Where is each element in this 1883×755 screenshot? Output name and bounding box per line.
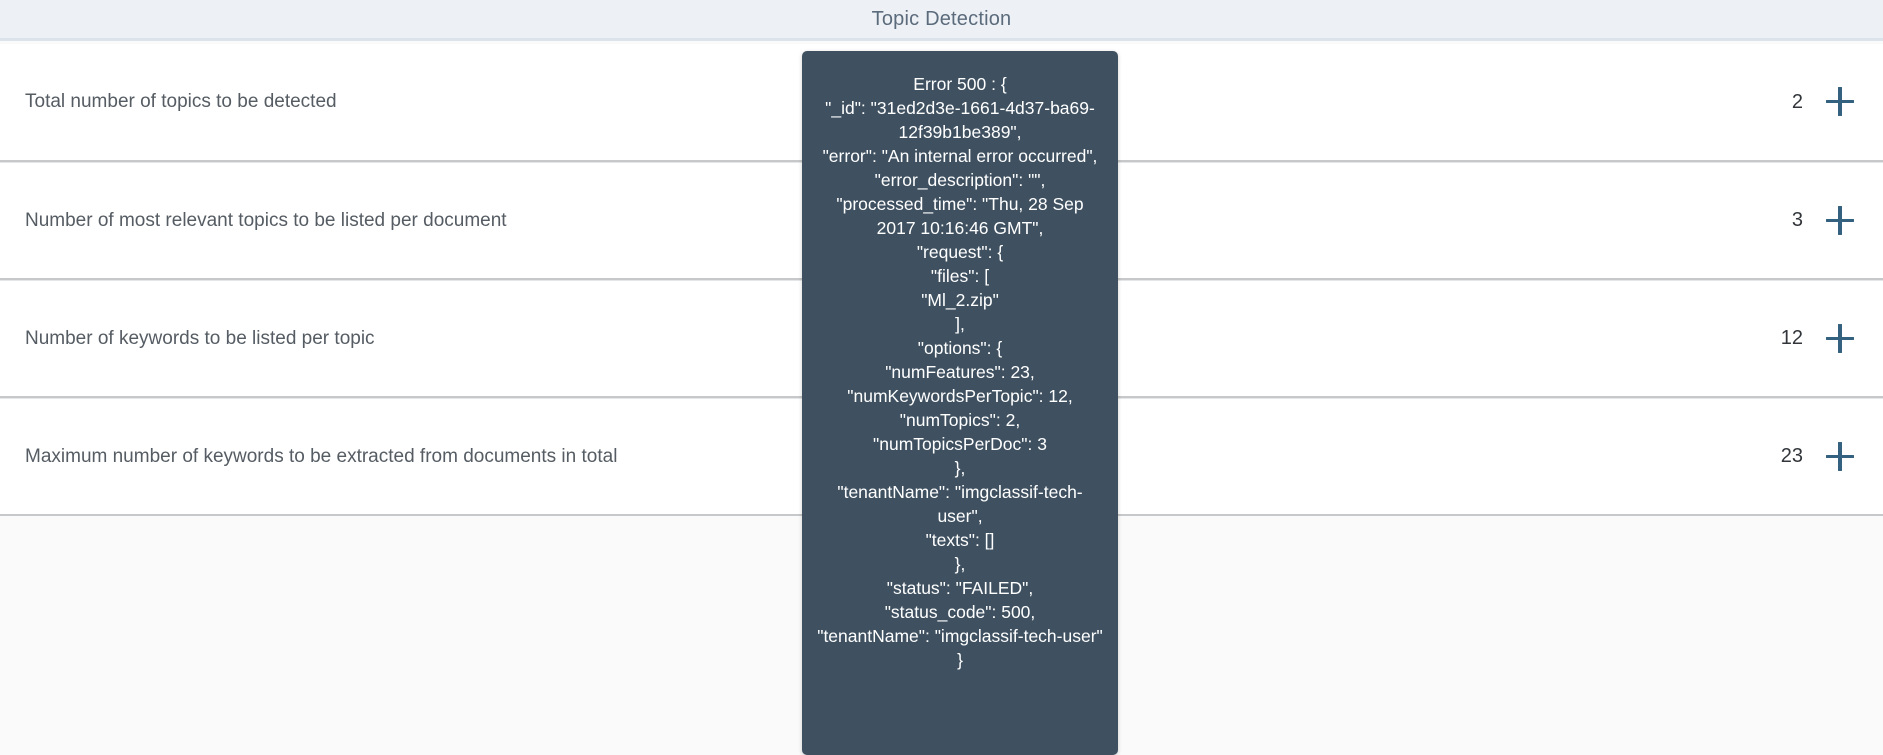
plus-icon[interactable] <box>1825 205 1855 236</box>
setting-value: 2 <box>1791 90 1803 113</box>
setting-label: Total number of topics to be detected <box>25 91 337 112</box>
setting-label: Number of most relevant topics to be lis… <box>25 209 507 231</box>
setting-label: Maximum number of keywords to be extract… <box>25 445 618 467</box>
plus-icon[interactable] <box>1825 87 1855 117</box>
setting-controls: 2 <box>1769 87 1855 117</box>
plus-icon[interactable] <box>1825 441 1855 472</box>
setting-value: 3 <box>1791 209 1803 231</box>
plus-icon[interactable] <box>1825 323 1855 354</box>
page-header: Topic Detection <box>0 0 1883 41</box>
error-tooltip: Error 500 : { "_id": "31ed2d3e-1661-4d37… <box>802 51 1118 755</box>
setting-label: Number of keywords to be listed per topi… <box>25 327 375 349</box>
setting-controls: 3 <box>1769 205 1855 236</box>
setting-value: 23 <box>1780 445 1803 467</box>
setting-value: 12 <box>1780 327 1803 349</box>
page-title: Topic Detection <box>871 7 1012 30</box>
setting-controls: 12 <box>1769 323 1855 354</box>
setting-controls: 23 <box>1769 441 1855 472</box>
